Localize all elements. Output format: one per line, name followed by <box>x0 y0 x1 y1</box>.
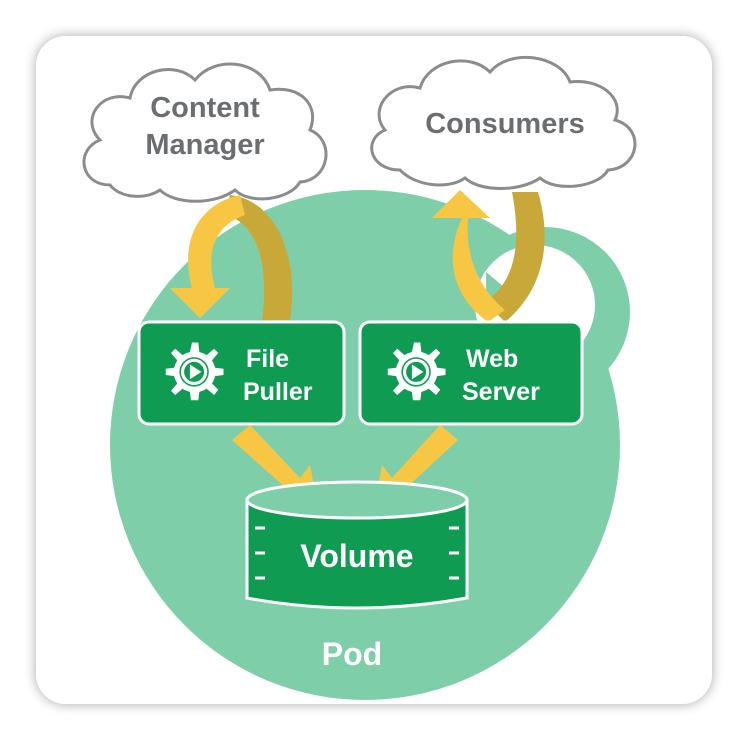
consumers-cloud: Consumers <box>370 55 637 190</box>
web-server-container: Web Server <box>358 320 584 426</box>
consumers-label: Consumers <box>425 108 585 140</box>
file-puller-download-arrow <box>170 195 293 320</box>
file-puller-line1: File <box>246 345 289 373</box>
play-icon <box>189 364 202 380</box>
file-puller-line2: Puller <box>243 378 313 406</box>
content-manager-line1: Content <box>150 92 260 124</box>
content-manager-cloud: Content Manager <box>82 62 328 203</box>
gear-icon <box>387 342 446 401</box>
volume-cylinder: Volume <box>245 480 469 610</box>
content-manager-line2: Manager <box>145 129 264 161</box>
play-icon <box>411 364 424 380</box>
volume-label: Volume <box>300 538 413 574</box>
pod-label: Pod <box>322 636 382 672</box>
gear-icon <box>165 342 224 401</box>
file-puller-container: File Puller <box>137 320 346 426</box>
web-server-upload-arrow <box>432 190 545 322</box>
web-server-line1: Web <box>466 345 518 373</box>
web-server-line2: Server <box>462 378 540 406</box>
